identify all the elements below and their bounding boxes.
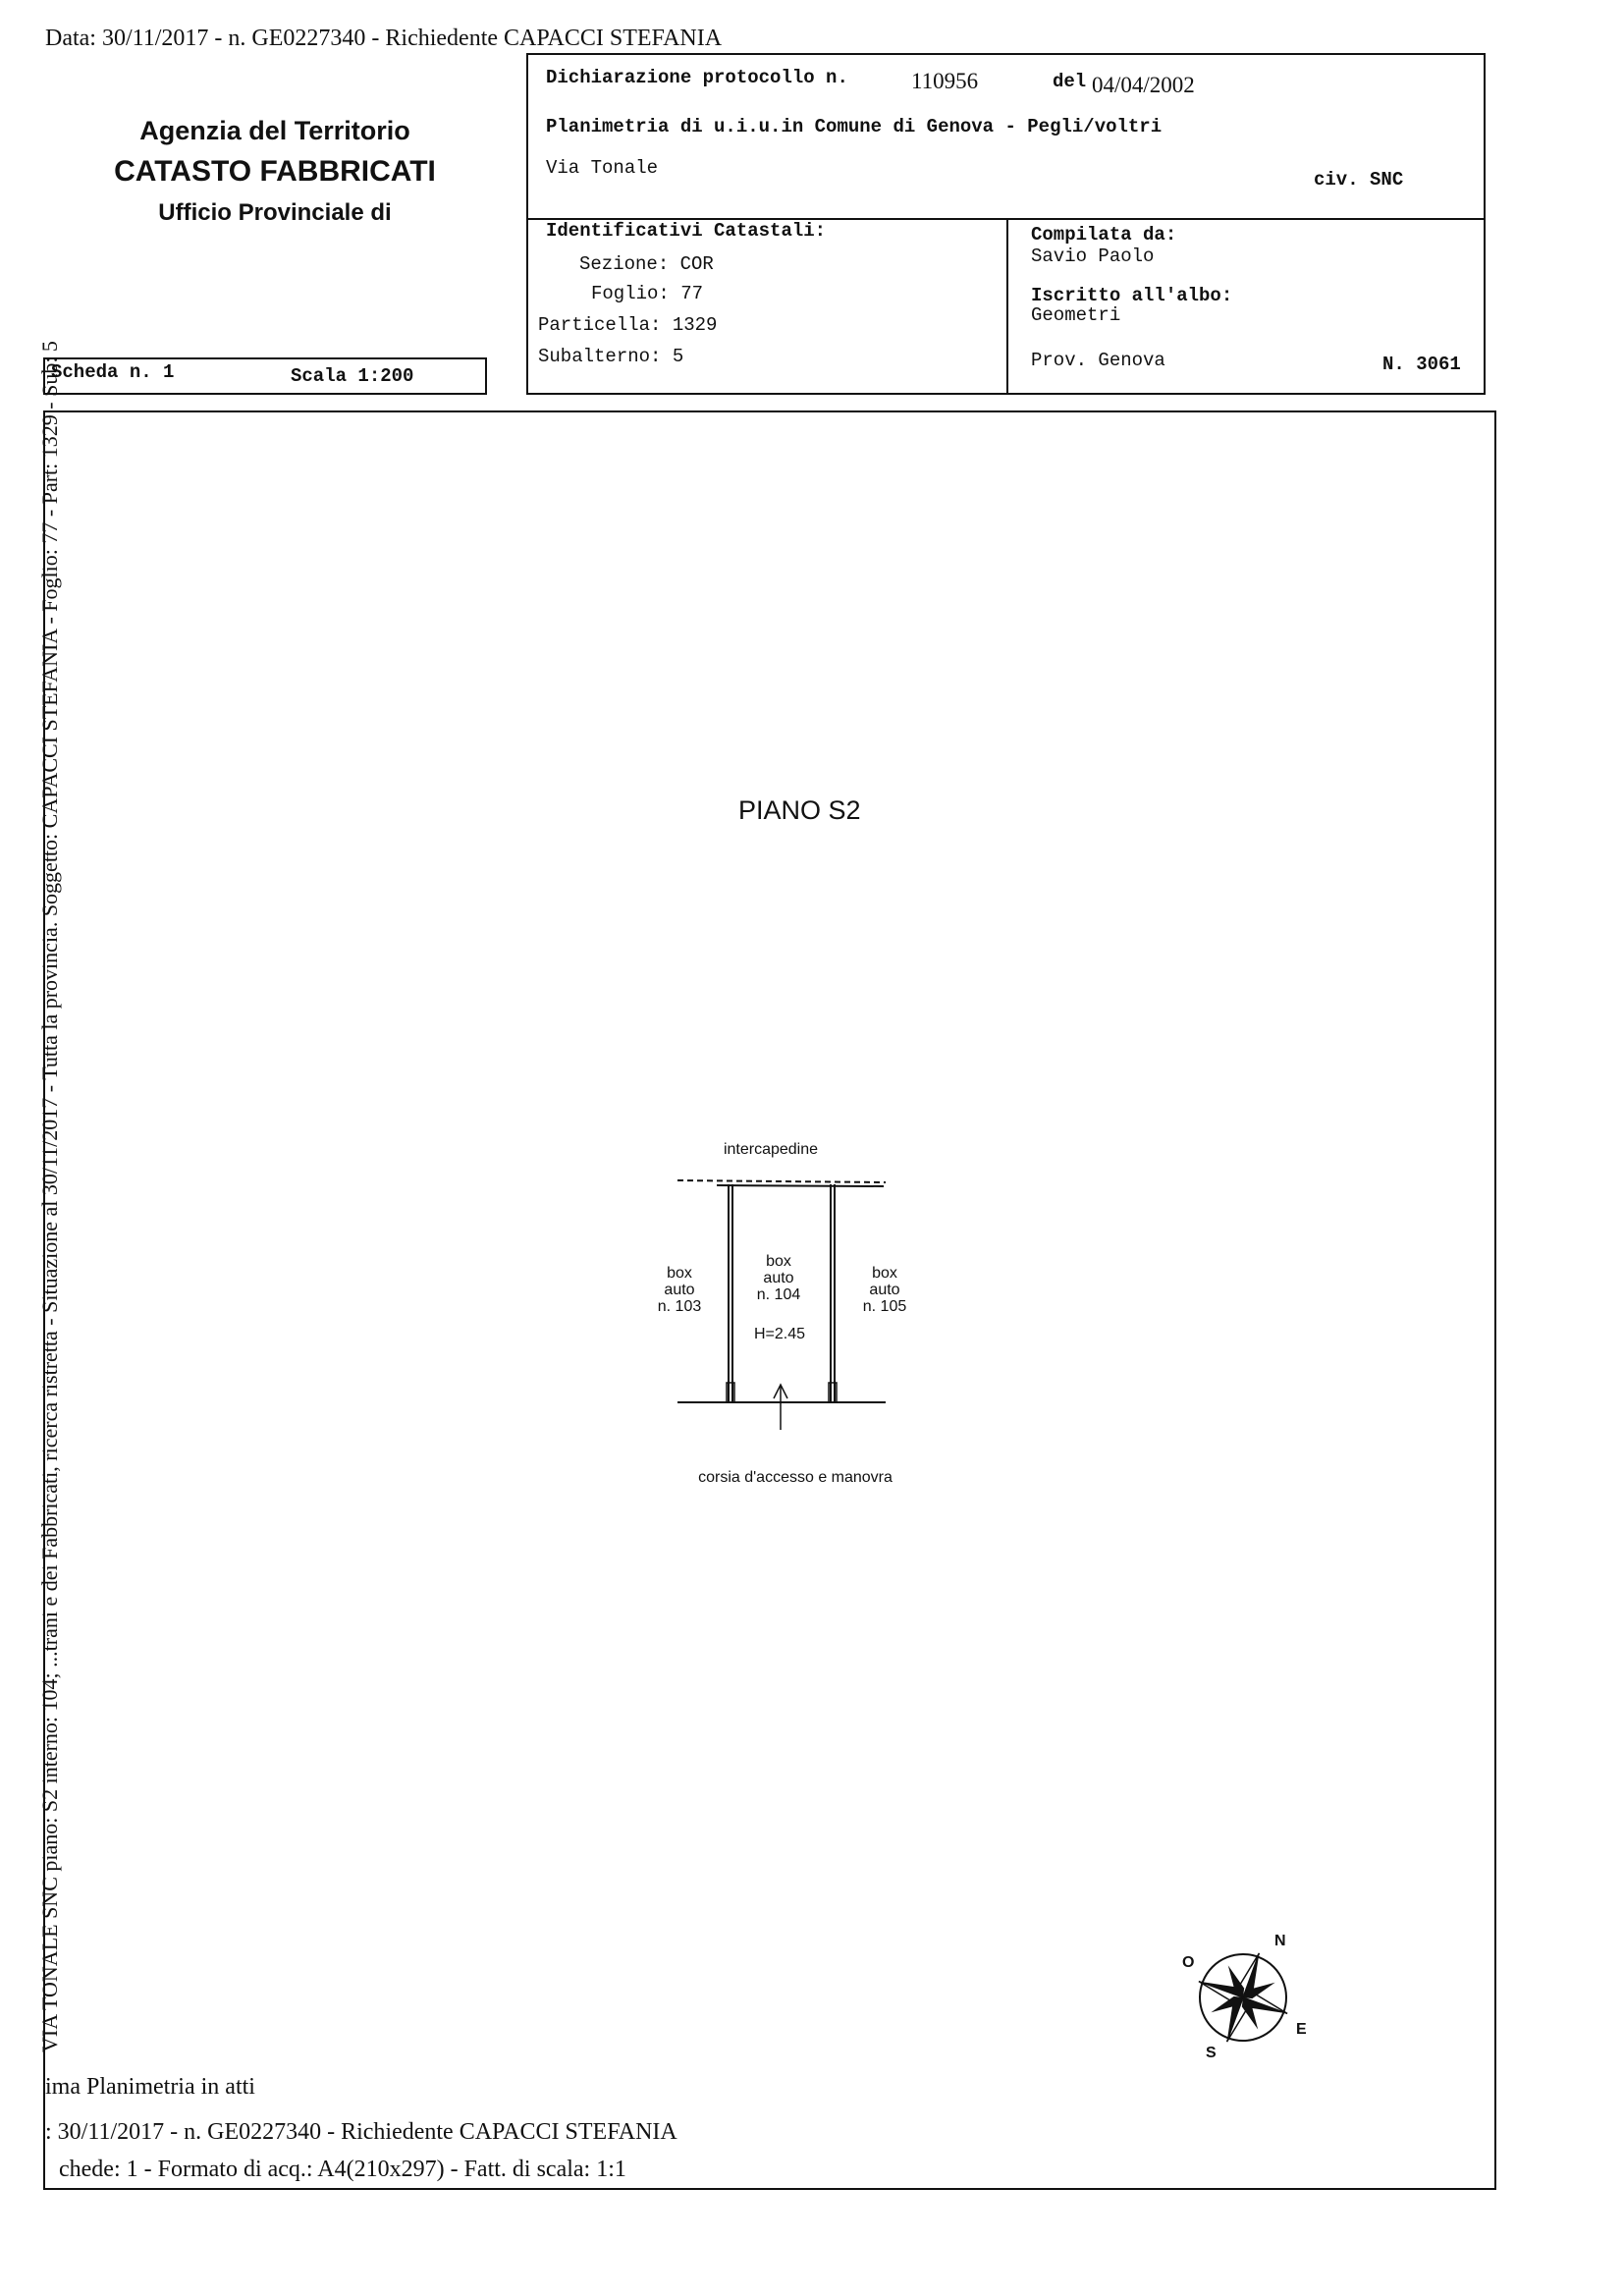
center-height: H=2.45 [753,1326,806,1342]
foglio: Foglio: 77 [591,283,704,304]
compiled-by: Savio Paolo [1031,246,1155,267]
identifiers-box [526,218,1486,395]
compass-west: O [1182,1954,1195,1971]
side-stamp-text: VIA TONALE SNC piano: S2 interno: 104; .… [37,341,62,2052]
scheda-box [43,357,487,395]
register-label: Iscritto all'albo: [1031,285,1233,306]
declaration-date: 04/04/2002 [1092,73,1195,97]
plan-frame [43,410,1496,2190]
street: Via Tonale [546,157,659,179]
request-line: Data: 30/11/2017 - n. GE0227340 - Richie… [45,26,723,51]
compass-north: N [1274,1933,1286,1949]
identifiers-title: Identificativi Catastali: [546,220,827,242]
scale-label: Scala 1:200 [291,365,414,387]
date-label: del [1053,71,1087,92]
register: Geometri [1031,304,1121,326]
footer-request-line: : 30/11/2017 - n. GE0227340 - Richiedent… [45,2119,677,2145]
floor-title: PIANO S2 [738,795,861,825]
province: Prov. Genova [1031,350,1165,371]
particella: Particella: 1329 [538,314,718,336]
footer-plan-note: ima Planimetria in atti [45,2074,255,2100]
left-box-label: box auto n. 103 [657,1265,702,1315]
floor-plan-drawing [677,1179,887,1403]
header-divider [1006,218,1008,395]
civic-number: civ. SNC [1314,169,1404,191]
compiled-by-label: Compilata da: [1031,224,1177,246]
compass-rose-icon [1198,1952,1288,2043]
protocol-number: 110956 [911,69,979,93]
access-arrow-icon [773,1383,788,1430]
center-box-label: box auto n. 104 [756,1253,801,1303]
agency-cadastre: CATASTO FABBRICATI [114,155,436,188]
right-box-label: box auto n. 105 [862,1265,907,1315]
subalterno: Subalterno: 5 [538,346,684,367]
protocol-label: Dichiarazione protocollo n. [546,67,848,88]
register-number: N. 3061 [1382,354,1461,375]
sezione: Sezione: COR [579,253,714,275]
agency-office: Ufficio Provinciale di [158,199,392,226]
scheda-label: Scheda n. 1 [51,361,175,383]
top-label: intercapedine [723,1141,819,1158]
agency-name: Agenzia del Territorio [139,116,410,145]
compass-south: S [1206,2045,1217,2061]
bottom-label: corsia d'accesso e manovra [698,1469,893,1486]
compass-east: E [1296,2021,1307,2038]
plan-line: Planimetria di u.i.u.in Comune di Genova… [546,116,1163,137]
footer-format-line: chede: 1 - Formato di acq.: A4(210x297) … [59,2157,626,2182]
